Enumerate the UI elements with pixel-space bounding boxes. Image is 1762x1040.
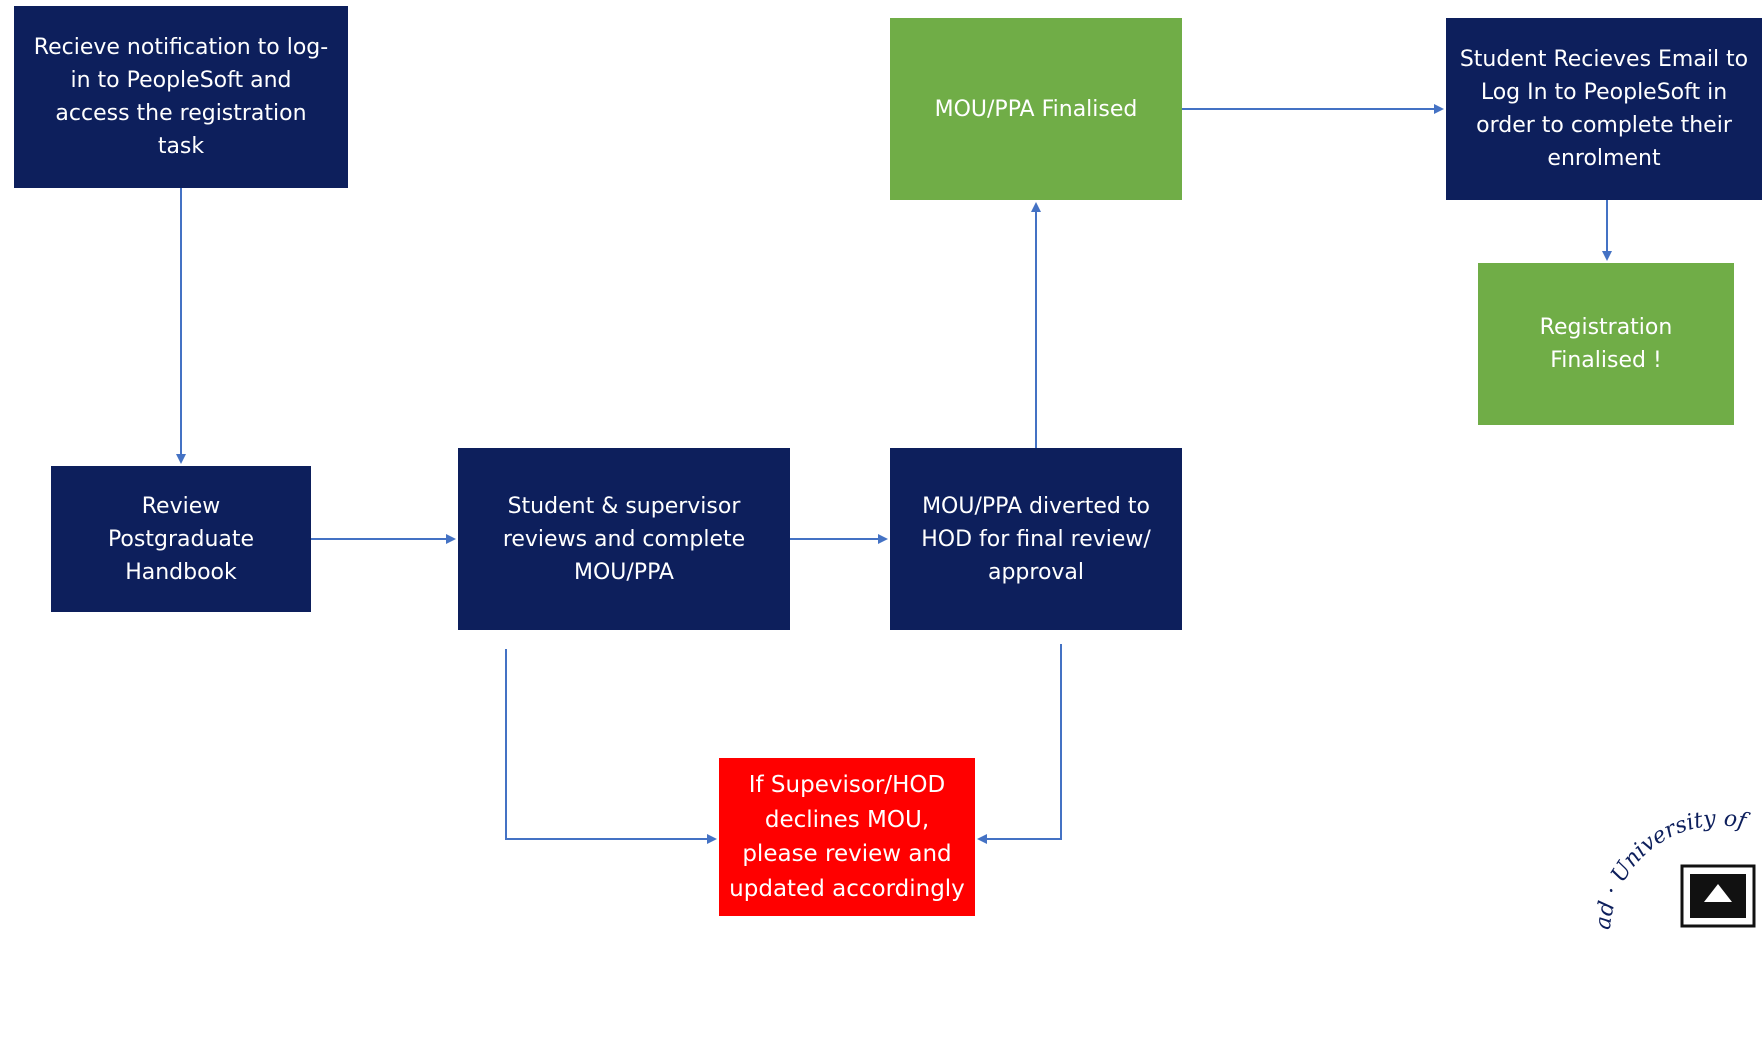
- node-mou-finalised: MOU/PPA Finalised: [890, 18, 1182, 200]
- node-review-handbook: Review Postgraduate Handbook: [51, 466, 311, 612]
- node-email-enrolment: Student Recieves Email to Log In to Peop…: [1446, 18, 1762, 200]
- node-complete-mou: Student & supervisor reviews and complet…: [458, 448, 790, 630]
- node-registration-finalised-label: Registration Finalised !: [1539, 315, 1673, 373]
- node-registration-finalised: Registration Finalised !: [1478, 263, 1734, 425]
- flow-connectors: [176, 104, 1612, 844]
- node-mou-finalised-label: MOU/PPA Finalised: [934, 96, 1138, 122]
- node-receive-notification-label: Recieve notification to log- in to Peopl…: [33, 35, 329, 159]
- node-hod-review: MOU/PPA diverted to HOD for final review…: [890, 448, 1182, 630]
- node-email-enrolment-label: Student Recieves Email to Log In to Peop…: [1459, 47, 1749, 171]
- node-review-handbook-label: Review Postgraduate Handbook: [107, 493, 255, 585]
- node-declined-review: If Supevisor/HOD declines MOU, please re…: [719, 758, 975, 916]
- node-complete-mou-label: Student & supervisor reviews and complet…: [502, 493, 746, 585]
- arrow-hod-to-declined: [977, 644, 1062, 844]
- arrow-complete-to-declined: [505, 649, 717, 844]
- node-declined-review-label: If Supevisor/HOD declines MOU, please re…: [729, 772, 965, 902]
- node-hod-review-label: MOU/PPA diverted to HOD for final review…: [921, 493, 1151, 585]
- node-receive-notification: Recieve notification to log- in to Peopl…: [14, 6, 348, 188]
- university-seal-logo: ad · University of: [1591, 806, 1756, 931]
